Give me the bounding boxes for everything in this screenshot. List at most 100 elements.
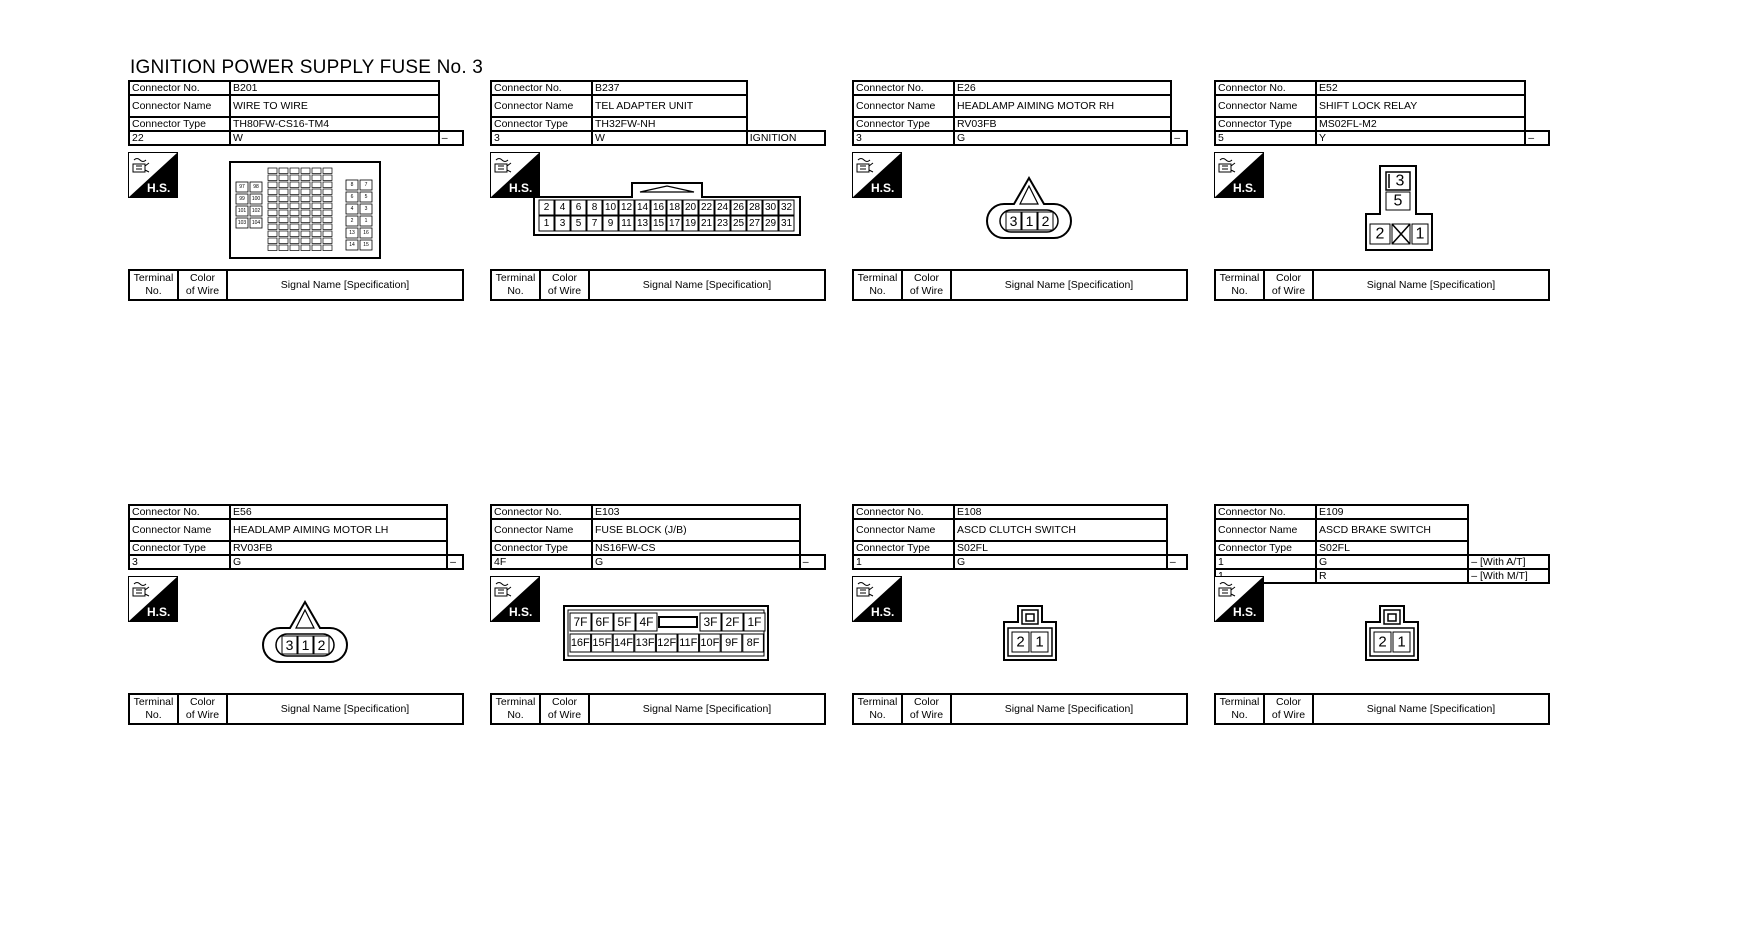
connector-name-value: FUSE BLOCK (J/B) (591, 518, 801, 542)
connector-name-value: TEL ADAPTER UNIT (591, 94, 748, 118)
connector-type-value: TH32FW-NH (591, 116, 748, 132)
connector-no-value: E56 (228, 504, 449, 520)
pin-cavity (289, 202, 300, 209)
pin-cavity (267, 237, 278, 244)
pin-cavity (311, 237, 322, 244)
pin-cell (742, 633, 764, 653)
pin-cavity (300, 188, 311, 195)
wire-color-cell: W (591, 130, 748, 146)
pin-cavity (322, 209, 333, 216)
pin-cavity (311, 223, 322, 230)
pin-cavity (311, 174, 322, 181)
pin-label: 32 (781, 202, 793, 213)
connector-no-label: Connector No. (490, 80, 593, 96)
pin-cavity (267, 181, 278, 188)
pin-cell (634, 633, 656, 653)
terminal-no-cell: 3 (128, 554, 231, 570)
connector-header-table: Connector No. B237 Connector Name TEL AD… (490, 80, 827, 146)
pin-label: 6 (351, 194, 354, 200)
connector-name-value: HEADLAMP AIMING MOTOR LH (228, 518, 449, 542)
pin-label: 3F (703, 615, 717, 629)
pin-label: 23 (717, 218, 729, 229)
pin-label: 5 (365, 194, 368, 200)
pin-cell (249, 181, 263, 193)
signal-name-header: Signal Name [Specification] (1312, 693, 1550, 725)
connector-name-label: Connector Name (852, 518, 955, 542)
pin-cavity (311, 216, 322, 223)
connector-no-label: Connector No. (852, 80, 955, 96)
connector-name-row: Connector Name HEADLAMP AIMING MOTOR RH (852, 94, 1187, 118)
connector-no-value: B237 (591, 80, 748, 96)
connector-type-row: Connector Type TH32FW-NH (490, 116, 825, 132)
pin-cell (345, 215, 359, 227)
hs-label: H.S. (509, 181, 532, 195)
pin-label: 2 (318, 637, 326, 653)
pin-label: 6 (576, 202, 582, 213)
pin-cavity (278, 223, 289, 230)
connector-type-row: Connector Type NS16FW-CS (490, 540, 825, 556)
signal-name-cell: – (1170, 130, 1188, 146)
pin-label: 2 (1042, 213, 1050, 229)
connector-name-label: Connector Name (852, 94, 955, 118)
pin-label: 9F (725, 637, 738, 649)
connector-type-row: Connector Type TH80FW-CS16-TM4 (128, 116, 463, 132)
pin-label: 20 (685, 202, 697, 213)
pin-label: 1 (1035, 634, 1043, 651)
connector-name-label: Connector Name (490, 518, 593, 542)
pin-label: 4F (639, 615, 653, 629)
terminal-no-cell: 1 (1214, 554, 1317, 570)
hs-label: H.S. (509, 605, 532, 619)
pin-label: 21 (701, 218, 713, 229)
pin-cavity (289, 167, 300, 174)
signal-name-cell: – (1165, 554, 1189, 570)
wire-color-cell: G (228, 554, 449, 570)
pin-cell (698, 199, 715, 216)
pin-label: 102 (252, 208, 261, 214)
pin-label: 3 (560, 218, 566, 229)
pin-cavity (300, 209, 311, 216)
pin-label: 4 (560, 202, 566, 213)
pin-label: 10F (700, 637, 719, 649)
connector-name-label: Connector Name (128, 518, 231, 542)
pin-cell (570, 199, 587, 216)
connector-name-label: Connector Name (490, 94, 593, 118)
pin-cell (746, 215, 763, 232)
connector-no-row: Connector No. E108 (852, 504, 1187, 520)
pin-cavity (300, 202, 311, 209)
pin-cavity (278, 202, 289, 209)
pin-cell (698, 215, 715, 232)
pin-cavity (278, 230, 289, 237)
pin-cell (778, 199, 795, 216)
connector-panel-e108: Connector No. E108 Connector Name ASCD C… (852, 504, 1189, 754)
pin-cell (1037, 211, 1054, 231)
pin-label: 3 (1010, 213, 1018, 229)
pin-label: 100 (252, 196, 261, 202)
harness-side-icon: H.S. (128, 152, 178, 198)
connector-type-value: MS02FL-M2 (1314, 116, 1527, 132)
pin-label: 24 (717, 202, 729, 213)
pin-cell (281, 635, 298, 655)
connector-type-row: Connector Type RV03FB (852, 116, 1187, 132)
pin-label: 1 (1416, 226, 1425, 243)
pin-cell (570, 215, 587, 232)
terminal-no-cell: 5 (1214, 130, 1317, 146)
pin-cell (1021, 211, 1038, 231)
pin-cell (699, 612, 722, 632)
connector-header-table: Connector No. B201 Connector Name WIRE T… (128, 80, 465, 146)
connector-name-row: Connector Name SHIFT LOCK RELAY (1214, 94, 1549, 118)
pin-cavity (278, 181, 289, 188)
connector-name-row: Connector Name HEADLAMP AIMING MOTOR LH (128, 518, 463, 542)
pin-cell (655, 633, 678, 653)
pin-cavity (289, 188, 300, 195)
connector-name-value: ASCD BRAKE SWITCH (1314, 518, 1470, 542)
pin-cell (586, 215, 603, 232)
connector-type-value: NS16FW-CS (591, 540, 801, 556)
